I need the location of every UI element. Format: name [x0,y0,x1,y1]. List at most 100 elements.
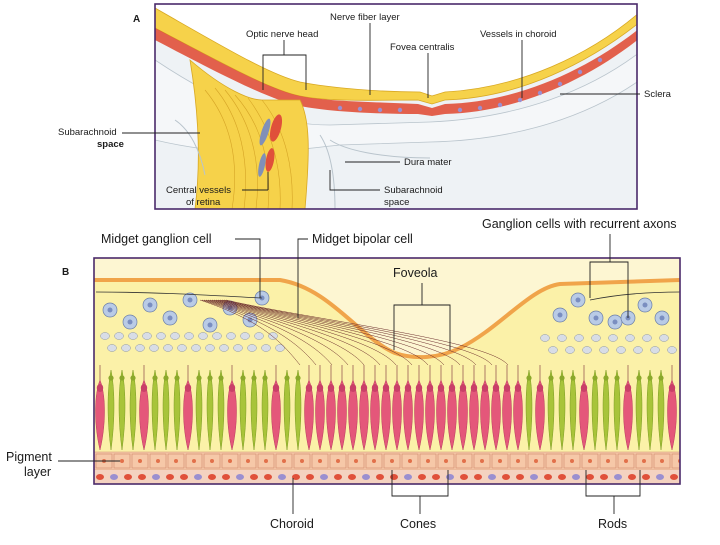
choroid-artery [558,474,566,480]
ganglion-nucleus [593,315,599,321]
bipolar-cell [156,332,166,340]
cone-cell [623,379,633,451]
pigment-nucleus [354,459,358,463]
choroid-artery [138,474,146,480]
axon-fiber [211,299,397,366]
rod-cell [547,369,555,451]
label-rods: Rods [598,517,627,531]
choroid-artery [432,474,440,480]
label-subarachnoid-left-2: space [97,139,124,150]
cone-cell [403,379,413,451]
pigment-cell [311,453,329,469]
label-ganglion-cells-recurrent: Ganglion cells with recurrent axons [482,217,677,231]
pigment-nucleus [480,459,484,463]
cone-cell [315,379,325,451]
cone-cell [227,379,237,451]
pigment-cell [581,453,599,469]
cone-nucleus [338,384,346,392]
cone-cell [370,379,380,451]
pigment-cell [401,453,419,469]
bipolar-cell [135,344,145,352]
pigment-cell [203,453,221,469]
optic-nerve-fibers [204,87,293,209]
choroid-vein [614,474,622,480]
choroid-artery [544,474,552,480]
pigment-nucleus [192,459,196,463]
pigment-cell [383,453,401,469]
bipolar-cell [128,332,138,340]
pigment-nucleus [642,459,646,463]
bipolar-cell [254,332,264,340]
bipolar-cell [548,346,558,354]
axon-fiber [225,299,509,366]
bipolar-cell [261,344,271,352]
rod-cell [206,369,214,451]
rod-nucleus [119,375,125,381]
choroid-artery [460,474,468,480]
pigment-nucleus [246,459,250,463]
cone-nucleus [371,384,379,392]
rod-cell [591,369,599,451]
axon-fiber [207,299,365,366]
rod-nucleus [603,375,609,381]
rod-nucleus [152,375,158,381]
label-choroid: Choroid [270,517,314,531]
bipolar-cell [219,344,229,352]
choroid-vein [152,474,160,480]
choroid-artery [166,474,174,480]
choroid-artery [586,474,594,480]
rod-nucleus [647,375,653,381]
choroid-artery [222,474,230,480]
label-subarachnoid-left-1: Subarachnoid [58,127,117,138]
pigment-cell [149,453,167,469]
cone-cell [381,379,391,451]
bipolar-cell [142,332,152,340]
pigment-nucleus [372,459,376,463]
choroid-vein [656,474,664,480]
bipolar-cell [233,344,243,352]
axon-fiber [213,299,413,366]
label-pigment-layer-2: layer [24,465,51,479]
choroid-artery [516,474,524,480]
cone-nucleus [448,384,456,392]
choroid-artery [390,474,398,480]
bipolar-cell [616,346,626,354]
rod-cell [107,369,115,451]
pigment-cell [617,453,635,469]
bipolar-cell [107,344,117,352]
bipolar-cell [275,344,285,352]
choroid-artery [250,474,258,480]
choroid-band [94,470,680,484]
cone-nucleus [349,384,357,392]
choroid-vein [488,474,496,480]
axon-fiber [217,299,445,366]
bipolar-cell [642,334,652,342]
cone-nucleus [668,384,676,392]
pigment-cell [221,453,239,469]
axon-fiber [203,299,333,366]
midget-ganglion-axon [95,291,263,299]
pigment-cell [527,453,545,469]
rod-nucleus [614,375,620,381]
label-midget-ganglion-cell: Midget ganglion cell [101,232,212,246]
bipolar-cell [170,332,180,340]
rod-cell [525,369,533,451]
choroid-artery [376,474,384,480]
pigment-cell [365,453,383,469]
axon-fiber [209,299,381,366]
rod-nucleus [548,375,554,381]
bipolar-cell [565,346,575,354]
bipolar-cell [268,332,278,340]
pigment-cell [635,453,653,469]
bipolar-cell [212,332,222,340]
choroid-artery [124,474,132,480]
axon-fiber [223,299,493,366]
bipolar-cell [650,346,660,354]
pigment-nucleus [426,459,430,463]
pigment-cell [131,453,149,469]
bipolar-cell [608,334,618,342]
bipolar-cell [177,344,187,352]
panel-b-frame [93,257,681,485]
label-central-vessels-2: of retina [186,197,221,208]
cone-nucleus [360,384,368,392]
